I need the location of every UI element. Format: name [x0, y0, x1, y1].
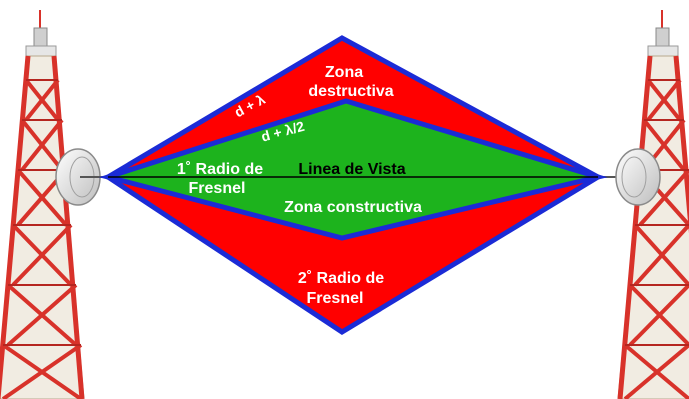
first-fresnel-radius-label-line2: Fresnel	[189, 180, 246, 197]
first-fresnel-radius-label-line1: 1˚ Radio de	[177, 161, 263, 178]
second-fresnel-radius-label-line1: 2˚ Radio de	[298, 270, 384, 287]
left-antenna-tower-icon	[0, 10, 85, 399]
line-of-sight-label: Linea de Vista	[298, 161, 405, 178]
right-dish-antenna-icon	[598, 148, 661, 206]
destructive-zone-label-line2: destructiva	[308, 83, 393, 100]
right-antenna-tower-icon	[617, 10, 689, 399]
destructive-zone-label-line1: Zona	[325, 64, 363, 81]
second-fresnel-radius-label-line2: Fresnel	[307, 290, 364, 307]
constructive-zone-label: Zona constructiva	[284, 199, 422, 216]
left-dish-antenna-icon	[55, 148, 106, 206]
